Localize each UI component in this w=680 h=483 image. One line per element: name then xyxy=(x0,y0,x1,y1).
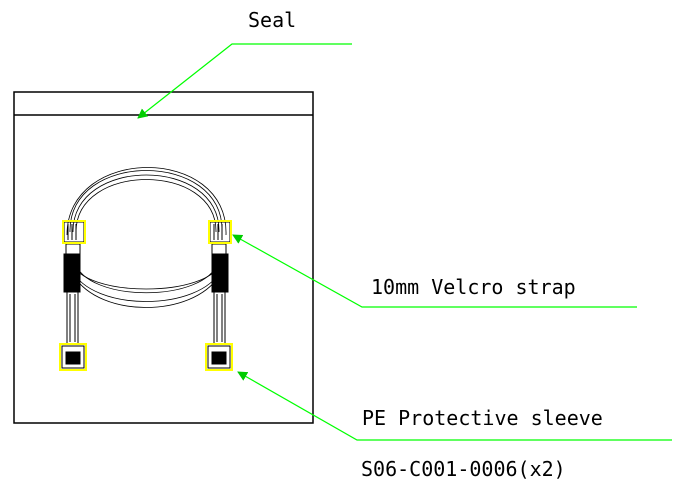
velcro-leader xyxy=(232,234,637,308)
seal-leader xyxy=(137,43,352,119)
left-sleeve-highlight xyxy=(59,343,87,371)
right-sleeve-highlight xyxy=(205,343,233,371)
sleeve-leader xyxy=(237,371,672,441)
velcro-strap-label: 10mm Velcro strap xyxy=(371,275,576,299)
bag-outline xyxy=(13,91,314,424)
left-velcro-highlight xyxy=(62,220,86,244)
protective-sleeve-label: PE Protective sleeve xyxy=(362,406,603,430)
right-velcro-highlight xyxy=(208,220,232,244)
cable-coil xyxy=(66,167,227,308)
seal-label: Seal xyxy=(248,8,297,32)
part-number-label: S06-C001-0006(x2) xyxy=(361,457,566,481)
